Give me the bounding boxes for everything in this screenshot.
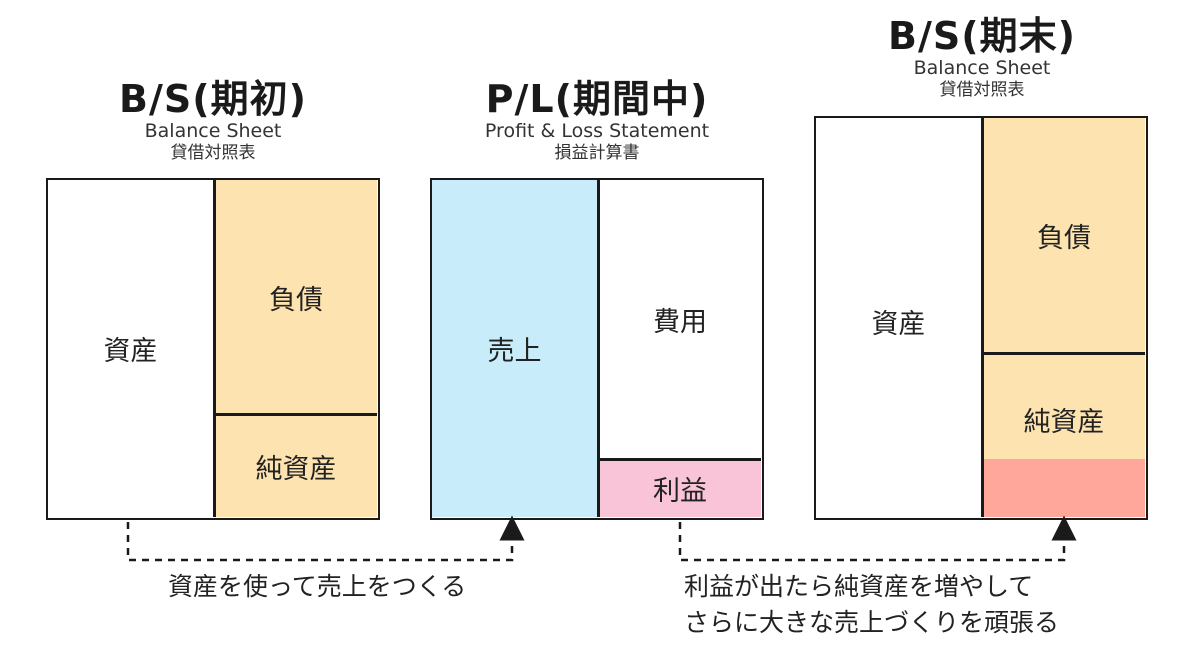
bs-end-assets-cell: 資産: [816, 118, 981, 517]
bs-end-assets-label: 資産: [871, 309, 926, 340]
bs-start-subtitle-jp: 貸借対照表: [170, 143, 256, 163]
bs-start-heading: B/S(期初) Balance Sheet 貸借対照表: [33, 78, 393, 164]
bs-end-added-net-assets-cell: [983, 459, 1145, 517]
caption-right-arrow-line2: さらに大きな売上づくりを頑張る: [684, 608, 1060, 637]
bs-end-net-assets-cell: 純資産: [983, 355, 1145, 459]
pl-heading: P/L(期間中) Profit & Loss Statement 損益計算書: [417, 78, 777, 164]
bs-start-liabilities-cell: 負債: [215, 180, 377, 414]
bs-end-liabilities-label: 負債: [1037, 223, 1091, 254]
pl-profit-cell: 利益: [599, 460, 761, 517]
caption-right-arrow-line1: 利益が出たら純資産を増やして: [684, 572, 1034, 601]
pl-subtitle-jp: 損益計算書: [554, 143, 640, 163]
bs-start-assets-cell: 資産: [48, 180, 213, 517]
bs-start-net-assets-cell: 純資産: [215, 416, 377, 517]
bs-end-liabilities-cell: 負債: [983, 118, 1145, 353]
bs-end-subtitle-jp: 貸借対照表: [939, 80, 1025, 100]
bs-start-liabilities-label: 負債: [269, 284, 323, 316]
bs-end-net-assets-label: 純資産: [1023, 406, 1105, 438]
pl-divider-horizontal: [599, 458, 761, 461]
pl-expenses-label: 費用: [653, 306, 707, 338]
bs-start-net-assets-label: 純資産: [255, 454, 337, 485]
bs-start-assets-label: 資産: [103, 336, 158, 367]
pl-divider-vertical: [597, 180, 600, 517]
bs-end-title: B/S(期末): [888, 14, 1076, 58]
pl-diagram: 売上 費用 利益: [430, 178, 764, 520]
bs-end-heading: B/S(期末) Balance Sheet 貸借対照表: [802, 15, 1162, 101]
pl-subtitle: Profit & Loss Statement: [484, 120, 710, 142]
bs-start-divider-vertical: [213, 180, 216, 517]
pl-sales-label: 売上: [487, 336, 542, 367]
bs-start-divider-horizontal: [215, 413, 377, 416]
arrow-assets-to-sales: [126, 515, 525, 562]
bs-end-divider-horizontal: [983, 352, 1145, 355]
arrow-profit-to-net-assets: [678, 515, 1077, 562]
bs-end-divider-vertical: [981, 118, 984, 517]
pl-title: P/L(期間中): [485, 77, 709, 121]
pl-expenses-cell: 費用: [599, 180, 761, 458]
pl-sales-cell: 売上: [432, 180, 597, 517]
caption-left-arrow: 資産を使って売上をつくる: [168, 572, 467, 601]
bs-end-diagram: 資産 負債 純資産: [814, 116, 1148, 520]
pl-profit-label: 利益: [653, 476, 707, 507]
bs-start-title: B/S(期初): [119, 77, 307, 121]
bs-start-diagram: 資産 負債 純資産: [46, 178, 380, 520]
bs-end-subtitle: Balance Sheet: [913, 57, 1051, 79]
bs-start-subtitle: Balance Sheet: [144, 120, 282, 142]
